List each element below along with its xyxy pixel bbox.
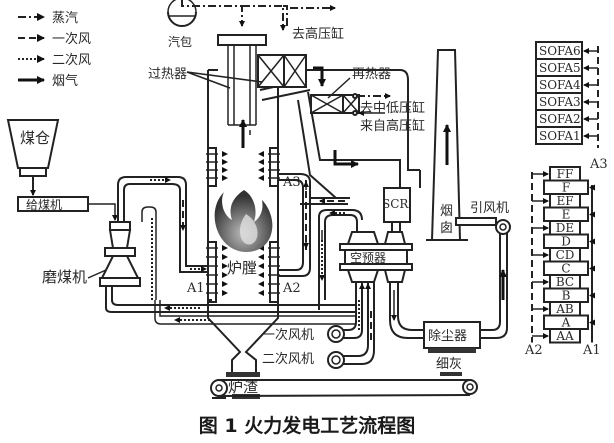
coal-mill: 磨煤机	[42, 221, 141, 287]
scr: SCR	[382, 170, 421, 223]
burner-box	[549, 328, 581, 344]
air-nozzle-icon	[222, 254, 228, 260]
legend-item-steam: 蒸汽	[18, 11, 78, 26]
sofa-box-label: SOFA2	[539, 112, 581, 126]
marker-a3-right: A3	[589, 157, 608, 172]
legend-label-steam: 蒸汽	[52, 11, 78, 26]
burner-box-label: E	[562, 208, 571, 222]
air-nozzle-icon	[258, 159, 264, 165]
to-ilp-cylinder-label: 去中低压缸	[360, 100, 425, 116]
dust-collector-label: 除尘器	[428, 329, 467, 344]
air-nozzle-icon	[222, 263, 228, 269]
sofa-box	[535, 126, 583, 145]
burner-box-label: A	[561, 316, 571, 330]
slag-label: 炉渣	[228, 378, 258, 396]
air-nozzle-icon	[222, 159, 228, 165]
air-nozzle-icon	[258, 151, 264, 157]
sofa-box-label: SOFA3	[539, 95, 581, 109]
fan-pipes	[340, 282, 425, 365]
reheater-label: 再热器	[352, 67, 391, 82]
air-preheater-label: 空预器	[350, 251, 386, 265]
air-nozzle-icon	[258, 272, 264, 278]
burner-box-label: AB	[555, 302, 574, 316]
id-fan-label: 引风机	[470, 201, 509, 216]
sofa-box-label: SOFA4	[539, 78, 581, 92]
primary-fan-label: 一次风机	[262, 327, 314, 343]
figure-caption: 图 1 火力发电工艺流程图	[199, 414, 415, 437]
burner-box-label: AA	[555, 329, 574, 343]
mill-to-furnace-pipes	[105, 176, 355, 325]
burner-box-label: FF	[557, 167, 574, 181]
marker-a2-right: A2	[524, 343, 543, 358]
air-preheater: 空预器	[339, 222, 413, 283]
steam-drum: 汽包	[167, 0, 336, 49]
chimney: 烟 囱	[426, 49, 497, 241]
burner-box-label: CD	[556, 248, 575, 262]
air-nozzle-icon	[258, 254, 264, 260]
coal-bunker: 煤仓	[6, 119, 60, 196]
air-nozzle-icon	[258, 167, 264, 173]
marker-a3: A3	[282, 175, 301, 190]
conveyor	[210, 379, 478, 399]
secondary-air-pipes	[278, 173, 363, 310]
sofa-box-label: SOFA5	[539, 61, 581, 75]
marker-a1: A1	[186, 281, 205, 296]
air-nozzle-icon	[222, 272, 228, 278]
legend-label-primary-air: 一次风	[52, 31, 91, 47]
burner-box-label: F	[562, 181, 570, 195]
air-nozzle-icon	[258, 290, 264, 296]
to-hp-cylinder-label: 去高压缸	[292, 26, 344, 42]
coal-feeder-label: 给煤机	[26, 198, 62, 212]
burner-box-label: B	[562, 289, 571, 303]
steam-drum-label: 汽包	[168, 34, 192, 49]
air-nozzle-icon	[258, 281, 264, 287]
marker-a1-right: A1	[582, 343, 601, 358]
sofa-box-label: SOFA6	[539, 44, 581, 58]
sofa-box-label: SOFA1	[539, 129, 581, 143]
legend: 蒸汽 一次风 二次风 烟气	[18, 11, 91, 89]
secondary-fan: 二次风机	[262, 351, 345, 369]
superheater-label: 过热器	[148, 67, 187, 82]
flame-icon	[214, 190, 273, 252]
air-nozzle-icon	[258, 175, 264, 181]
coal-mill-label: 磨煤机	[42, 268, 87, 286]
burner-box-label: DE	[556, 221, 574, 235]
legend-item-flue-gas: 烟气	[18, 73, 78, 89]
secondary-fan-label: 二次风机	[262, 351, 314, 367]
air-nozzle-icon	[222, 290, 228, 296]
air-nozzle-icon	[222, 167, 228, 173]
burner-box-label: EF	[556, 194, 573, 208]
from-hp-cylinder-label: 来自高压缸	[360, 118, 425, 134]
legend-item-secondary-air: 二次风	[18, 52, 91, 68]
scr-label: SCR	[382, 197, 409, 211]
dust-collector: 除尘器 细灰	[423, 226, 508, 376]
coal-bunker-label: 煤仓	[20, 129, 50, 147]
marker-a2: A2	[282, 281, 301, 296]
boiler: 过热器 再热器 去中低压缸 来自高压缸	[148, 34, 425, 270]
fly-ash-label: 细灰	[436, 357, 462, 372]
coal-feeder: 给煤机	[17, 196, 118, 221]
air-nozzle-icon	[222, 151, 228, 157]
legend-item-primary-air: 一次风	[18, 31, 91, 47]
primary-fan: 一次风机	[262, 325, 345, 343]
burner-box-label: C	[561, 262, 570, 276]
air-nozzle-icon	[222, 281, 228, 287]
furnace-burners	[206, 147, 280, 303]
burner-box-label: D	[561, 235, 571, 249]
legend-label-secondary-air: 二次风	[52, 52, 91, 68]
air-nozzle-icon	[222, 245, 228, 251]
air-nozzle-icon	[258, 263, 264, 269]
id-fan: 引风机	[470, 201, 511, 235]
air-nozzle-icon	[222, 175, 228, 181]
chimney-label-2: 囱	[440, 221, 453, 236]
burner-box-label: BC	[556, 275, 574, 289]
chimney-label-1: 烟	[440, 204, 453, 219]
legend-label-flue-gas: 烟气	[52, 73, 78, 89]
furnace-label: 炉膛	[227, 259, 257, 277]
